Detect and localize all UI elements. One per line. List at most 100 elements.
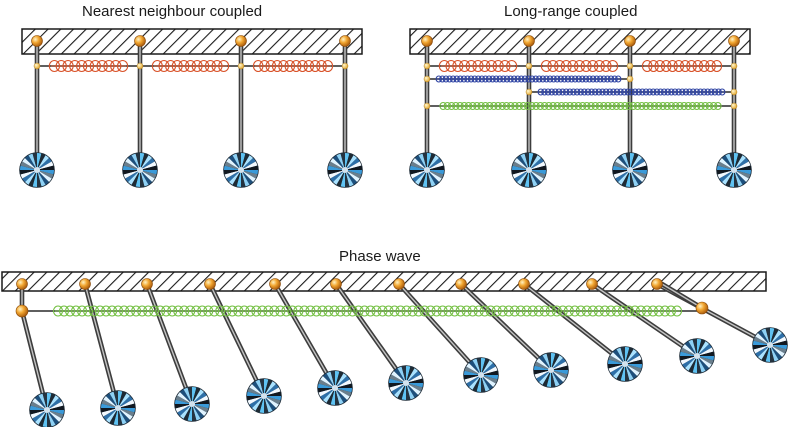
spring-nearest-2-coil (204, 59, 216, 73)
bob-phase-4-hub (260, 392, 268, 400)
spring-longrange-blue-2-coil (559, 88, 566, 96)
spring-longrange-green-coil (659, 101, 667, 111)
spring-longrange-red-3-coil (667, 59, 678, 73)
bob-longrange-2-sector (524, 170, 529, 187)
bob-phase-1-sector (34, 395, 47, 410)
bob-phase-2-sector (118, 408, 135, 417)
spring-longrange-red-2-coil (573, 59, 586, 73)
spring-nearest-2-coil (158, 59, 170, 73)
spring-longrange-blue-1-coil (492, 75, 500, 83)
bob-longrange-4-sector (734, 170, 751, 179)
bob-nearest-1-sector (37, 170, 54, 179)
bob-nearest-1-sector (37, 161, 54, 170)
bob-longrange-1-sector (427, 170, 440, 185)
bob-phase-5-sector (335, 388, 350, 401)
bob-phase-10-sector (682, 343, 697, 356)
bob-phase-4-sector (264, 396, 281, 405)
bob-phase-10-sector (697, 356, 714, 365)
spring-phase-green-coil (545, 305, 556, 317)
bob-phase-11-sector (770, 345, 787, 354)
spring-phase-green-coil (455, 305, 466, 317)
spring-phase-green-coil (389, 305, 400, 317)
bob-phase-11-sector (761, 328, 770, 345)
bob-phase-8-sector (538, 370, 551, 385)
bob-longrange-4-sector (734, 157, 749, 170)
bob-phase-11-sector (770, 345, 785, 358)
bob-longrange-1-sector (427, 165, 444, 170)
bob-nearest-4-sector (330, 170, 345, 183)
spring-phase-green-coil (257, 305, 268, 317)
spring-longrange-blue-1-coil (579, 75, 586, 83)
bob-longrange-3-sector (621, 153, 630, 170)
bob-nearest-1-sector (37, 170, 46, 187)
spring-longrange-red-2-coil (580, 59, 592, 73)
bob-phase-11-sector (770, 328, 775, 345)
bob-longrange-3-sector (625, 170, 630, 187)
spring-longrange-green-coil (515, 101, 523, 111)
spring-phase-green-coil (299, 305, 310, 317)
bob-phase-2-sector (118, 395, 133, 408)
bob-phase-8-sector (551, 353, 556, 370)
bob-longrange-4 (716, 152, 752, 188)
bob-phase-11-sector (770, 336, 787, 345)
spring-longrange-red-1-coil (485, 59, 498, 73)
bob-phase-7-sector (481, 370, 498, 375)
spring-longrange-blue-2-coil (566, 88, 574, 96)
bob-phase-2-sector (101, 399, 118, 408)
bob-nearest-2-sector (140, 165, 157, 170)
bob-phase-10-sector (692, 339, 697, 356)
bob-phase-6-sector (406, 378, 423, 383)
bob-longrange-2-sector (529, 161, 546, 170)
spring-phase-green-coil (155, 305, 166, 317)
bob-phase-5-sector (335, 373, 348, 388)
bob-longrange-3-sector (630, 170, 635, 187)
spring-longrange-red-3 (641, 59, 723, 73)
bob-nearest-3-sector (226, 170, 241, 183)
bob-phase-9-hub (621, 360, 629, 368)
spring-longrange-blue-1-coil (597, 75, 604, 83)
bob-phase-9-sector (608, 364, 625, 369)
spring-phase-green-coil (509, 305, 520, 317)
bob-phase-4-sector (264, 396, 279, 409)
spring-nearest-3-coil (322, 59, 334, 73)
bob-phase-2-sector (118, 403, 135, 408)
bob-phase-5-sector (318, 379, 335, 388)
bob-nearest-4-sector (336, 153, 345, 170)
spring-phase-green-coil (52, 305, 64, 317)
spring-phase-green-coil (557, 305, 568, 317)
spring-phase-green-coil (563, 305, 574, 317)
spring-longrange-green-coil (481, 101, 490, 111)
spring-nearest-3-coil (278, 59, 289, 73)
spring-longrange-red-2-coil (547, 59, 559, 73)
bob-longrange-4-sector (719, 157, 734, 170)
spring-longrange-blue-2-coil (664, 88, 672, 96)
spring-longrange-blue-1-coil (439, 75, 446, 83)
bob-longrange-1-sector (412, 170, 427, 183)
spring-nearest-1-coil (76, 59, 88, 73)
spring-longrange-blue-2-coil (708, 88, 715, 96)
bob-phase-11-sector (770, 345, 779, 362)
bob-phase-7-sector (481, 375, 494, 390)
bob-phase-1-sector (47, 405, 64, 410)
spring-phase-green-coil (113, 305, 124, 317)
bob-phase-6-sector (391, 370, 406, 383)
spring-longrange-green-coil (642, 101, 650, 111)
bob-longrange-1-sector (427, 170, 432, 187)
bob-phase-4-sector (249, 383, 264, 396)
node-blue-2a (525, 88, 533, 96)
spring-longrange-blue-1-coil (568, 75, 575, 83)
spring-longrange-green-coil (477, 101, 485, 111)
rod-phase-6 (333, 281, 409, 386)
spring-phase-green (52, 305, 683, 317)
bob-nearest-3-sector (241, 161, 258, 170)
spring-phase-green-coil (413, 305, 424, 317)
bob-longrange-1-sector (422, 153, 427, 170)
spring-phase-green-coil (227, 305, 238, 317)
spring-nearest-2 (151, 59, 230, 73)
spring-longrange-green-coil (557, 101, 566, 111)
ceiling-phase (1, 271, 767, 292)
bob-nearest-2-sector (131, 153, 140, 170)
bob-nearest-4-sector (332, 155, 345, 170)
spring-longrange-green-coil (578, 101, 587, 111)
spring-longrange-blue-1-coil (503, 75, 511, 83)
